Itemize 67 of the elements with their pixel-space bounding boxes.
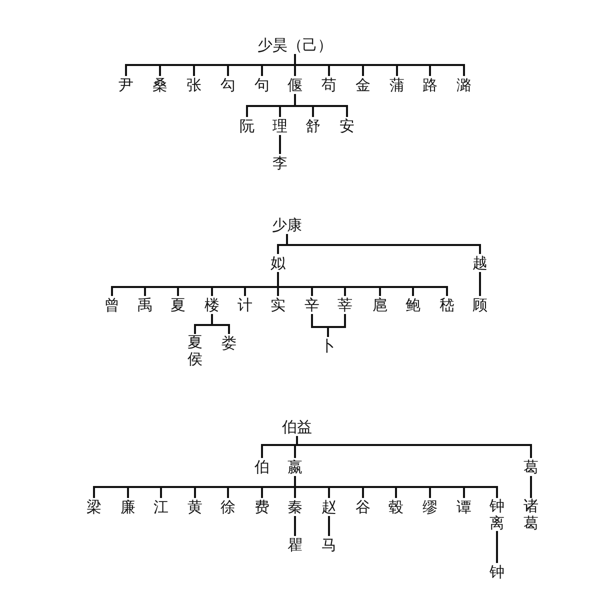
name-label: 嵇 xyxy=(438,296,456,314)
name-label: 梁 xyxy=(86,498,102,516)
connector-line xyxy=(277,272,448,296)
connector-line xyxy=(294,94,348,117)
connector-line xyxy=(479,272,481,296)
name-label: 夏 xyxy=(170,296,186,314)
name-label: 金 xyxy=(354,76,372,94)
connector-line xyxy=(211,314,230,334)
name-label: 李 xyxy=(272,154,288,172)
name-label: 苟 xyxy=(320,76,338,94)
name-label: 潞 xyxy=(456,76,472,94)
name-label: 秦 xyxy=(286,498,304,516)
name-label: 禹 xyxy=(136,296,154,314)
name-label: 缪 xyxy=(422,498,438,516)
name-label: 顾 xyxy=(472,296,488,314)
name-label: 伯益 xyxy=(281,418,313,436)
name-label: 钟离 xyxy=(488,498,506,531)
connector-line xyxy=(286,234,481,254)
name-label: 谷 xyxy=(354,498,372,516)
name-label: 张 xyxy=(186,76,202,94)
name-label: 徐 xyxy=(220,498,236,516)
name-label: 葛 xyxy=(522,458,540,476)
name-label: 姒 xyxy=(270,254,286,272)
name-label: 偃 xyxy=(286,76,304,94)
connector-line xyxy=(279,135,281,154)
name-label: 赵 xyxy=(320,498,338,516)
connector-line xyxy=(296,436,532,458)
name-label: 阮 xyxy=(238,117,256,135)
connector-line xyxy=(496,531,498,563)
name-label: 舒 xyxy=(304,117,322,135)
connector-line xyxy=(328,516,330,536)
name-label: 谭 xyxy=(456,498,472,516)
name-label: 扈 xyxy=(372,296,388,314)
name-label: 莘 xyxy=(336,296,354,314)
name-label: 安 xyxy=(338,117,356,135)
name-label: 理 xyxy=(272,117,288,135)
name-label: 马 xyxy=(320,536,338,554)
name-label: 诸葛 xyxy=(522,498,540,531)
connector-line xyxy=(327,314,346,337)
name-label: 少康 xyxy=(271,216,303,234)
name-label: 越 xyxy=(472,254,488,272)
name-label: 勾 xyxy=(220,76,236,94)
name-label: 瞿 xyxy=(286,536,304,554)
name-label: 曾 xyxy=(104,296,120,314)
name-label: 伯 xyxy=(254,458,270,476)
name-label: 楼 xyxy=(204,296,220,314)
name-label: 句 xyxy=(254,76,270,94)
name-label: 辛 xyxy=(304,296,320,314)
name-label: 嬴 xyxy=(286,458,304,476)
name-label: 娄 xyxy=(220,334,238,352)
connector-line xyxy=(294,516,296,536)
name-label: 桑 xyxy=(152,76,168,94)
name-label: 毂 xyxy=(388,498,404,516)
name-label: 费 xyxy=(254,498,270,516)
name-label: 江 xyxy=(152,498,170,516)
name-label: 尹 xyxy=(118,76,134,94)
name-label: 夏侯 xyxy=(186,334,204,367)
name-label: 路 xyxy=(422,76,438,94)
name-label: 鲍 xyxy=(404,296,422,314)
connector-line xyxy=(294,54,465,76)
name-label: 计 xyxy=(236,296,254,314)
name-label: 蒲 xyxy=(388,76,406,94)
name-label: 黄 xyxy=(186,498,204,516)
name-label: 廉 xyxy=(120,498,136,516)
connector-line xyxy=(530,476,532,498)
name-label: 钟 xyxy=(488,563,506,581)
name-label: 实 xyxy=(270,296,286,314)
